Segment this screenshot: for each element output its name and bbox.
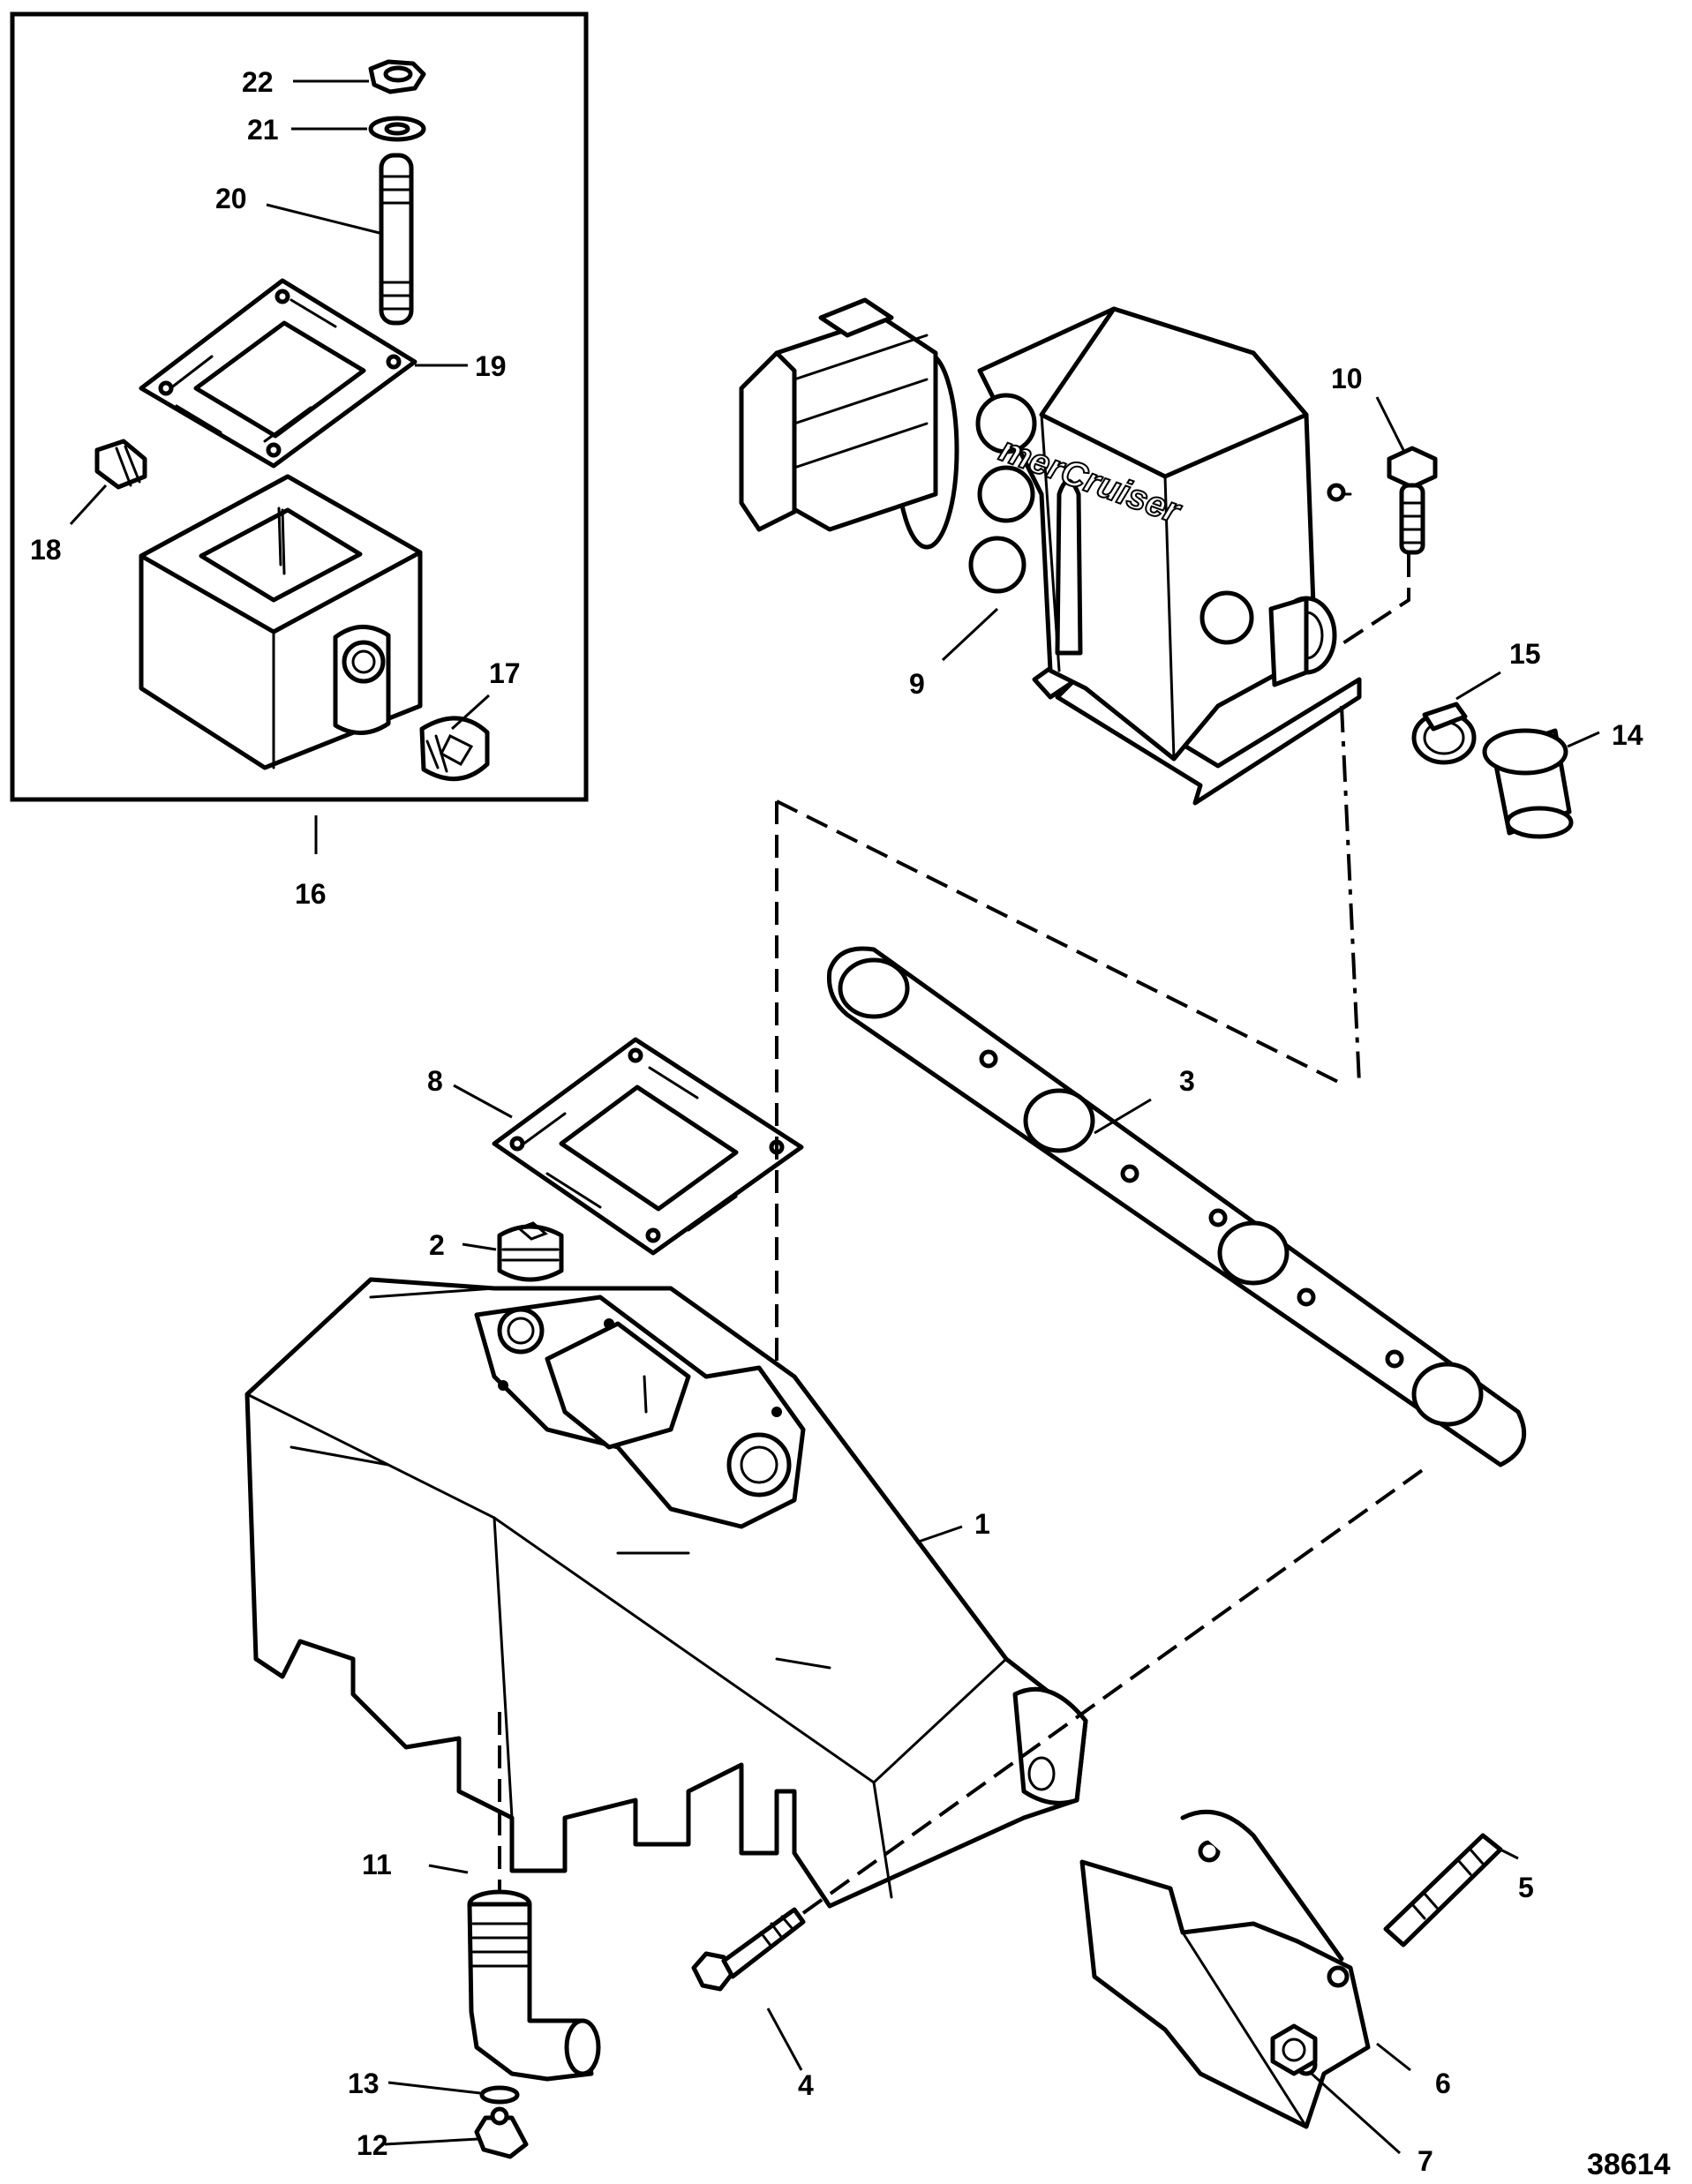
part-22-nut (368, 59, 426, 94)
callout-13: 13 (348, 2068, 380, 2099)
part-10-bolt (1387, 446, 1438, 555)
callout-5: 5 (1518, 1872, 1534, 1903)
callout-15: 15 (1509, 638, 1541, 670)
part-1-exhaust-manifold (244, 1277, 1088, 1909)
centerline-bolt-10 (1340, 554, 1410, 646)
callout-1: 1 (974, 1508, 990, 1540)
leader-lines (69, 79, 1600, 2155)
callout-14: 14 (1612, 719, 1643, 751)
callout-21: 21 (247, 114, 279, 146)
callout-16: 16 (295, 878, 327, 910)
centerline-riser-diagonal (776, 799, 1342, 1085)
part-4-bolt (691, 1907, 806, 1992)
part-2-plug (497, 1221, 564, 1282)
part-20-stud (379, 153, 414, 326)
kit-inset-box (10, 11, 589, 802)
part-12-drain-plug (474, 2106, 529, 2159)
part-14-hose (1482, 728, 1574, 839)
callout-12: 12 (357, 2129, 388, 2161)
part-16-riser-block (139, 474, 423, 770)
callout-2: 2 (429, 1229, 445, 1261)
callout-20: 20 (215, 183, 247, 214)
callout-17: 17 (489, 657, 521, 689)
part-21-washer (368, 116, 426, 142)
part-5-stud (1383, 1833, 1503, 1948)
callout-11: 11 (362, 1849, 392, 1880)
callout-9: 9 (909, 668, 925, 700)
part-9-exhaust-elbow (739, 297, 1362, 806)
part-6-bracket (1079, 1809, 1371, 2129)
part-19-gasket (139, 278, 417, 469)
part-7-nut (1270, 2023, 1318, 2076)
part-17-plug (419, 716, 490, 782)
part-18-plug (94, 439, 147, 490)
callout-19: 19 (475, 350, 507, 382)
part-8-gasket (492, 1037, 804, 1256)
part-11-elbow-fitting (467, 1889, 601, 2082)
part-3-manifold-gasket (826, 946, 1527, 1467)
callout-3: 3 (1179, 1065, 1195, 1097)
callout-4: 4 (798, 2069, 814, 2101)
part-15-hose-clamp (1411, 702, 1477, 765)
centerline-bolt-4 (801, 1463, 1432, 1915)
callout-10: 10 (1331, 363, 1363, 394)
part-13-o-ring (479, 2085, 520, 2105)
callout-6: 6 (1435, 2068, 1451, 2099)
callout-7: 7 (1418, 2145, 1433, 2177)
callout-22: 22 (242, 66, 274, 98)
callout-18: 18 (30, 534, 62, 566)
callout-8: 8 (427, 1065, 443, 1097)
centerline-elbow-gasket (1340, 705, 1361, 1084)
figure-number: 38614 (1587, 2148, 1671, 2181)
